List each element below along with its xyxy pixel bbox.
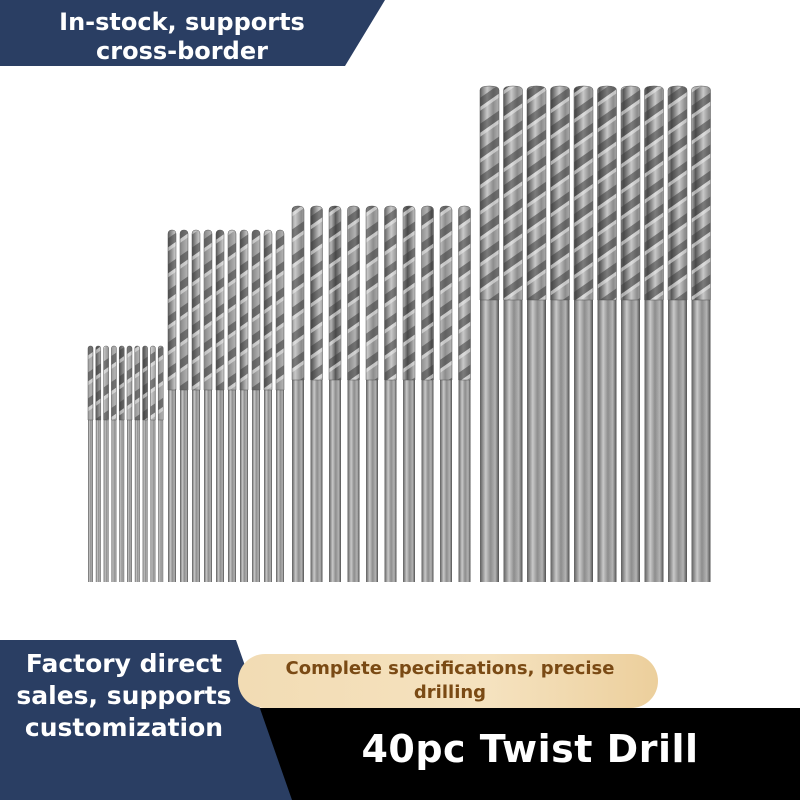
drill-bit-flute — [328, 205, 342, 381]
drill-bit-flute — [458, 205, 471, 381]
drill-bit-shank — [134, 420, 140, 582]
drill-bit-flute — [667, 85, 688, 301]
drill-bit-shank — [276, 390, 284, 582]
drill-bit-shank — [240, 390, 248, 582]
drill-bit-flute — [239, 229, 249, 391]
drill-bit-flute — [215, 229, 225, 391]
drill-bit-shank — [597, 300, 617, 582]
drill-bit-shank — [403, 380, 415, 582]
drill-bit-flute — [384, 205, 397, 381]
drill-bit-flute — [365, 205, 379, 381]
drill-bit-flute — [157, 345, 164, 421]
drill-bit-shank — [95, 420, 101, 582]
drill-bit-flute — [111, 345, 117, 421]
drill-bit-shank — [384, 380, 397, 582]
drill-bit-flute — [479, 85, 500, 301]
drill-bit-flute — [691, 85, 711, 301]
drill-bit-shank — [440, 380, 452, 582]
drill-bit-shank — [421, 380, 434, 582]
drill-bit-shank — [621, 300, 640, 582]
drill-bit-flute — [167, 229, 177, 391]
drill-bit-shank — [192, 390, 200, 582]
drill-bit-shank — [88, 420, 93, 582]
drill-bit-flute — [87, 345, 94, 421]
top-banner-shape — [0, 0, 385, 66]
side-banner-shape — [0, 640, 292, 800]
drill-bit-shank — [366, 380, 378, 582]
drill-bit-shank — [119, 420, 125, 582]
drill-bit-flute — [126, 345, 133, 421]
drill-bit-flute — [597, 85, 617, 301]
drill-bit-shank — [111, 420, 117, 582]
drill-bit-flute — [191, 229, 201, 391]
factory-notice: Factory direct sales, supports customiza… — [16, 649, 232, 742]
drill-bit-flute — [503, 85, 523, 301]
drill-bit-flute — [573, 85, 594, 301]
drill-bit-flute — [150, 345, 156, 421]
drill-bit-flute — [263, 229, 273, 391]
product-photo — [0, 70, 800, 630]
drill-bit-shank — [264, 390, 272, 582]
drill-bit-flute — [402, 205, 416, 381]
drill-bit-flute — [550, 85, 570, 301]
drill-bit-flute — [95, 345, 102, 421]
drill-bit-shank — [458, 380, 471, 582]
drill-bit-flute — [142, 345, 148, 421]
drill-bit-flute — [644, 85, 664, 301]
drill-bit-flute — [421, 205, 434, 381]
drill-bit-flute — [439, 205, 453, 381]
drill-bit-flute — [291, 205, 305, 381]
side-banner — [0, 640, 300, 800]
drill-bit-flute — [227, 229, 237, 391]
drill-bit-shank — [168, 390, 176, 582]
spec-pill — [238, 654, 658, 708]
drill-bit-flute — [620, 85, 641, 301]
drill-bit-shank — [252, 390, 260, 582]
drill-bit-flute — [251, 229, 261, 391]
drill-bit-shank — [527, 300, 546, 582]
drill-bit-shank — [216, 390, 224, 582]
drill-bit-shank — [480, 300, 499, 582]
drill-bit-shank — [503, 300, 523, 582]
drill-bit-shank — [180, 390, 188, 582]
product-title: 40pc Twist Drill — [361, 727, 699, 771]
drill-bit-flute — [103, 345, 109, 421]
drill-bit-shank — [103, 420, 109, 582]
drill-bit-shank — [668, 300, 687, 582]
drill-bit-shank — [310, 380, 323, 582]
drill-bit-shank — [550, 300, 570, 582]
drill-bit-flute — [526, 85, 547, 301]
drill-bit-shank — [292, 380, 304, 582]
drill-bit-flute — [203, 229, 213, 391]
drill-bit-flute — [134, 345, 141, 421]
drill-bit-shank — [574, 300, 593, 582]
drill-bit-flute — [275, 229, 285, 391]
stock-notice: In-stock, supports cross-border — [59, 8, 305, 65]
twist-drill-bits-icon — [87, 85, 711, 582]
drill-bit-shank — [347, 380, 360, 582]
drill-bit-shank — [142, 420, 148, 582]
drill-bit-flute — [179, 229, 189, 391]
drill-bit-shank — [644, 300, 664, 582]
drill-bit-flute — [347, 205, 360, 381]
drill-bit-flute — [118, 345, 125, 421]
drill-bit-flute — [310, 205, 323, 381]
drill-bit-shank — [329, 380, 341, 582]
drill-bit-shank — [127, 420, 132, 582]
drill-bit-shank — [150, 420, 156, 582]
drill-bit-shank — [204, 390, 212, 582]
drill-bit-shank — [158, 420, 164, 582]
drill-bit-shank — [691, 300, 711, 582]
drill-bit-shank — [228, 390, 236, 582]
spec-text: Complete specifications, precise drillin… — [285, 658, 615, 703]
top-banner — [0, 0, 800, 80]
